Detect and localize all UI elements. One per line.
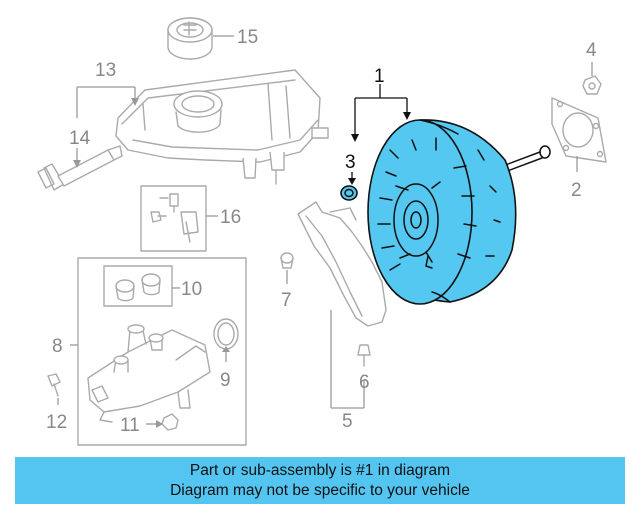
o-ring-part-9[interactable] (213, 318, 239, 350)
gasket-part-2[interactable] (551, 97, 607, 163)
callout-6: 6 (359, 372, 370, 393)
callout-9: 9 (220, 370, 231, 391)
callout-1: 1 (374, 66, 385, 87)
parts-diagram: 15 13 14 16 8 (37, 17, 607, 446)
banner-line-1: Part or sub-assembly is #1 in diagram (189, 462, 451, 479)
grommet-part-3[interactable] (340, 185, 358, 201)
callout-12: 12 (46, 412, 67, 433)
callout-13: 13 (95, 60, 116, 81)
pin-part-7[interactable] (280, 252, 294, 269)
nut-part-4[interactable] (582, 75, 602, 95)
callout-4: 4 (586, 40, 597, 61)
seals-part-10[interactable] (103, 265, 173, 307)
hose-part-14[interactable] (37, 145, 123, 191)
master-cylinder[interactable] (87, 324, 211, 423)
callout-14: 14 (69, 128, 91, 149)
bolt-part-12[interactable] (47, 373, 61, 397)
reservoir-part-13[interactable] (115, 69, 329, 185)
callout-2: 2 (571, 180, 582, 201)
callout-11: 11 (120, 415, 140, 436)
callout-15: 15 (237, 27, 258, 48)
brake-booster-part-1[interactable] (367, 119, 551, 305)
callout-10: 10 (181, 279, 202, 300)
callout-3: 3 (345, 152, 356, 173)
stud-part-6[interactable] (357, 344, 371, 367)
banner-line-2: Diagram may not be specific to your vehi… (170, 482, 470, 499)
nut-part-11[interactable] (161, 413, 179, 431)
heat-shield-part-5[interactable] (297, 201, 387, 327)
callout-5: 5 (342, 411, 353, 432)
callout-8: 8 (52, 336, 63, 357)
info-banner: Part or sub-assembly is #1 in diagram Di… (15, 457, 625, 504)
callout-7: 7 (281, 290, 292, 311)
callout-16: 16 (220, 207, 241, 228)
sensor-part-16[interactable] (140, 185, 207, 252)
reservoir-cap-part-15[interactable] (167, 17, 213, 60)
